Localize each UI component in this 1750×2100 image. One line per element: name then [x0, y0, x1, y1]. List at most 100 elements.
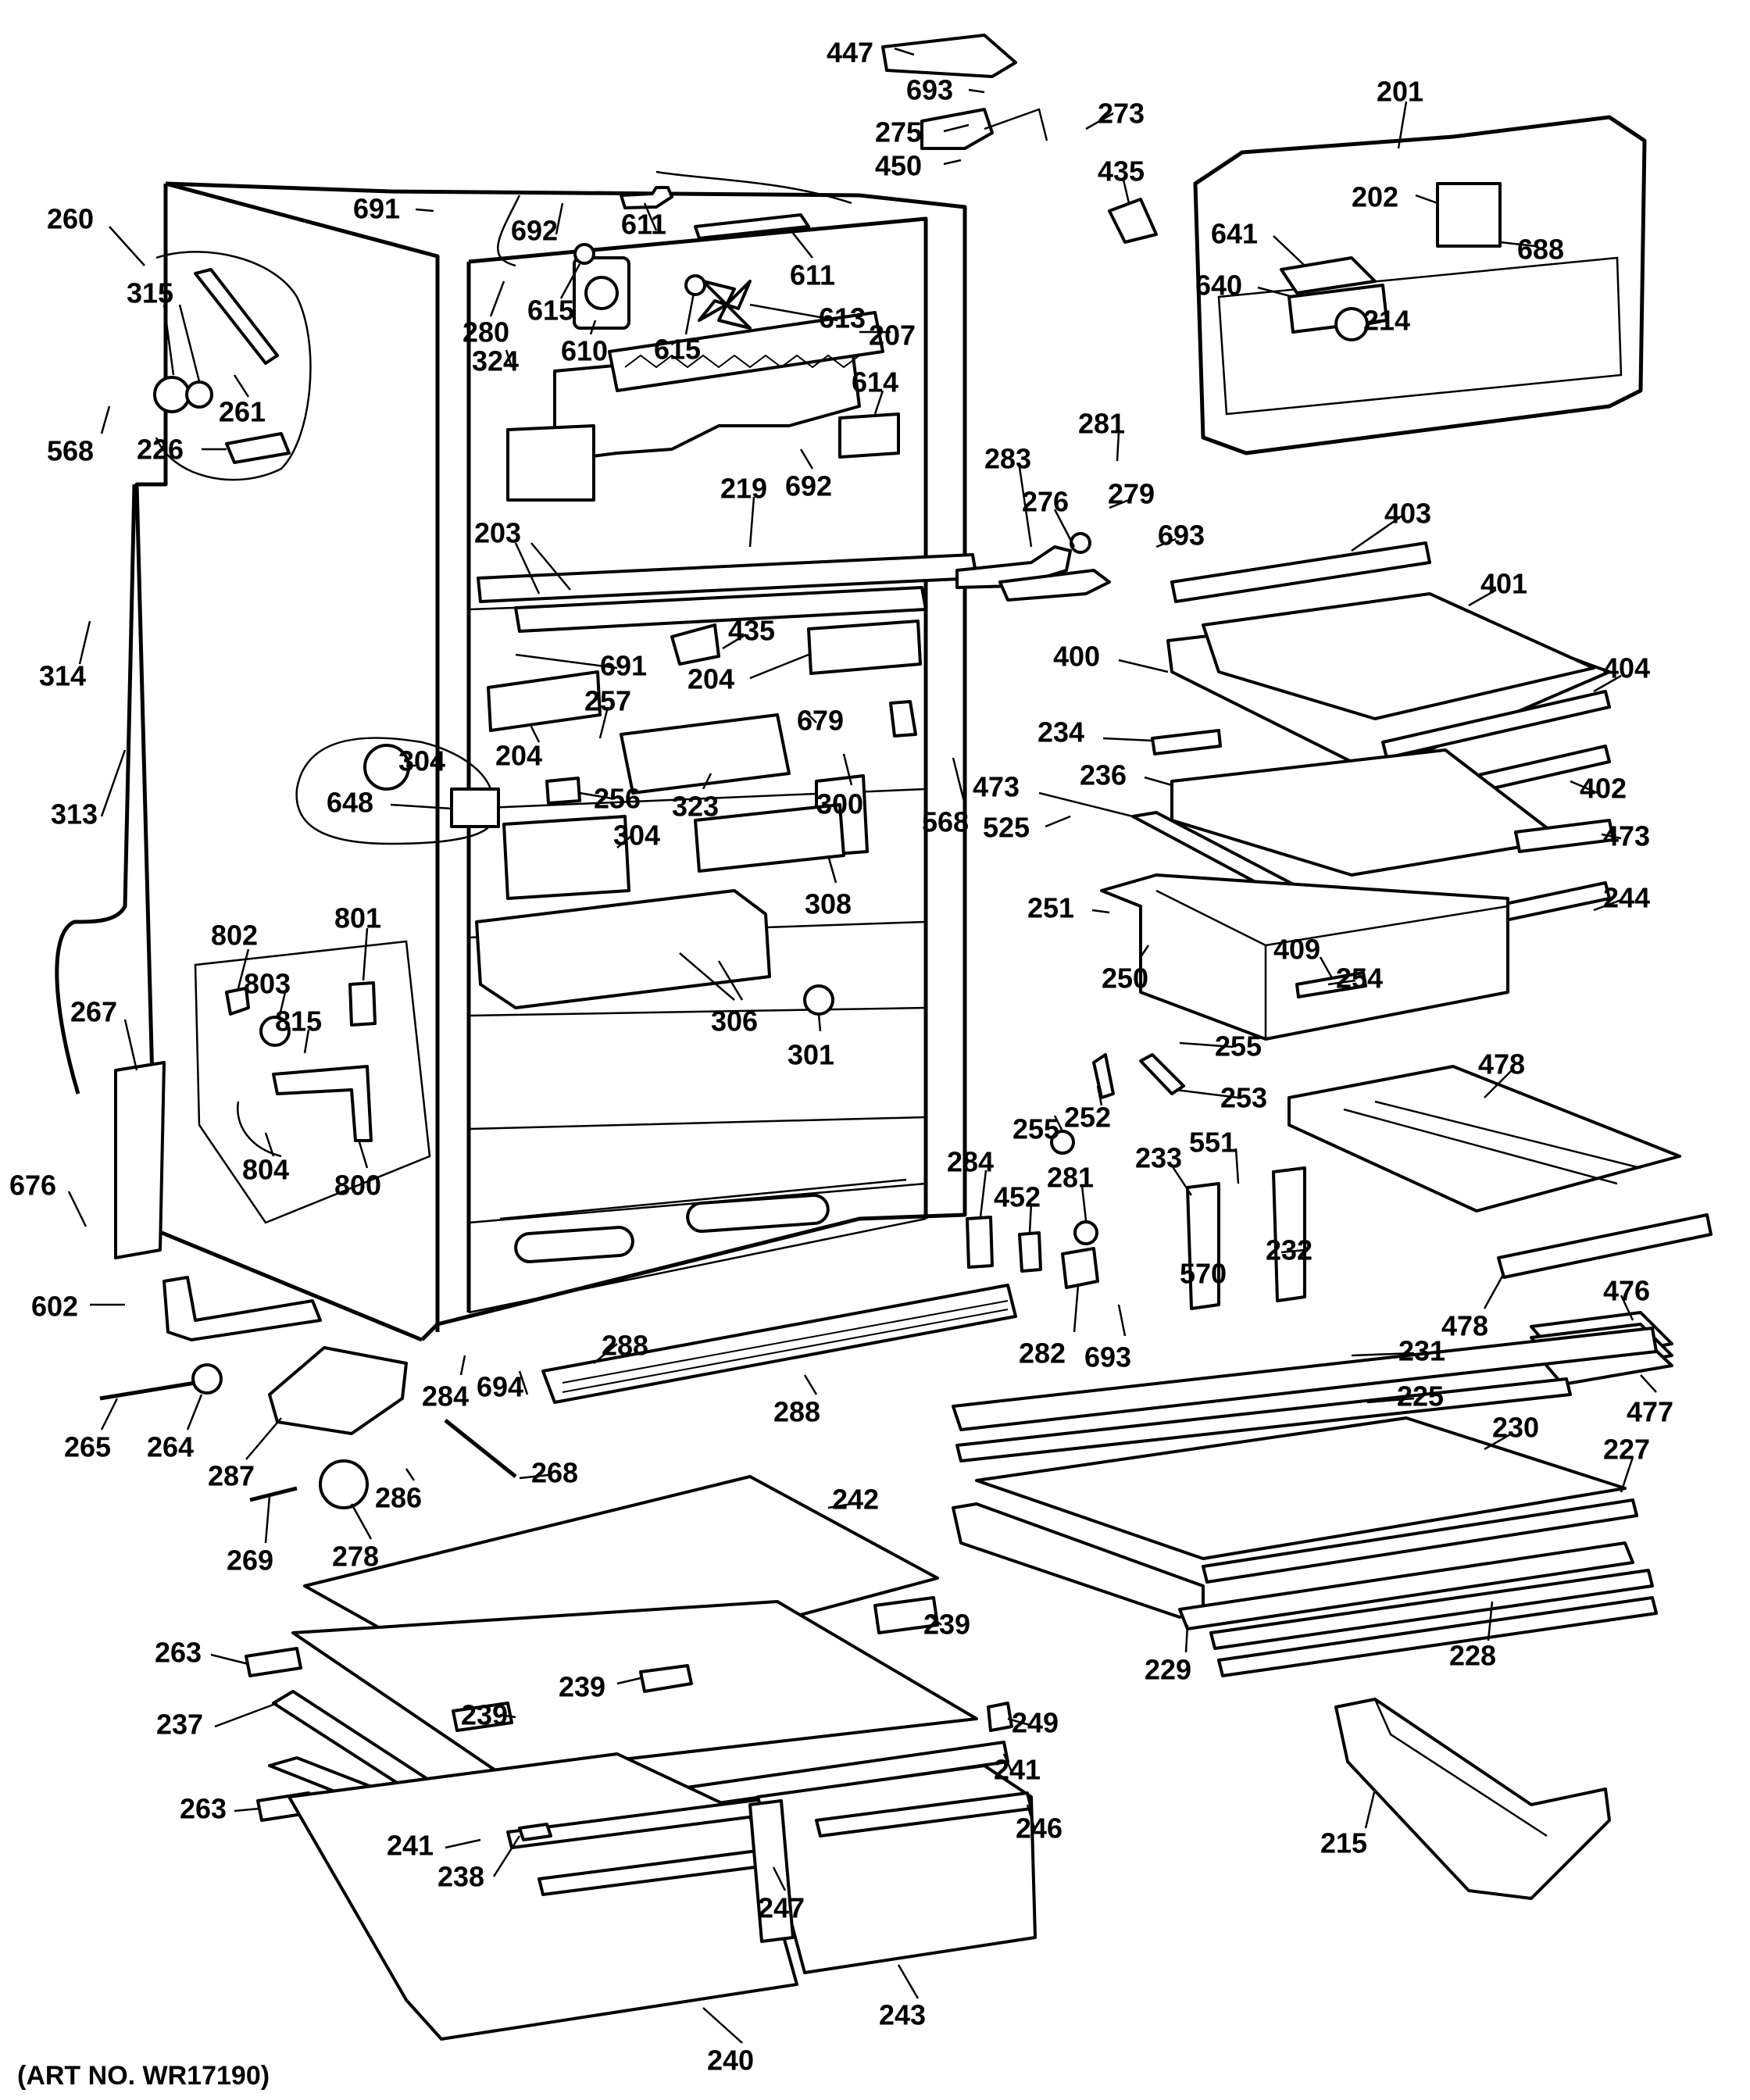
coil-803 — [259, 1016, 291, 1047]
part-label-401: 401 — [1480, 568, 1527, 600]
part-label-323: 323 — [672, 791, 719, 823]
rail-234 — [1151, 729, 1222, 755]
part-label-568b: 568 — [922, 806, 969, 838]
part-label-232: 232 — [1266, 1234, 1312, 1266]
part-label-691b: 691 — [600, 650, 647, 682]
part-label-203: 203 — [474, 517, 521, 549]
bulb-435 — [1108, 198, 1158, 244]
bracket-308 — [694, 803, 845, 873]
part-label-602: 602 — [31, 1291, 78, 1323]
part-label-308: 308 — [805, 888, 852, 920]
wiring-273 — [984, 108, 1048, 141]
evaporator-assembly — [506, 311, 900, 502]
water-valve-cutaway — [194, 940, 431, 1224]
thermostat-knob-304 — [363, 744, 410, 791]
part-label-226: 226 — [137, 434, 184, 466]
part-label-255a: 255 — [1215, 1030, 1262, 1062]
valve-802 — [225, 987, 250, 1016]
part-label-227: 227 — [1603, 1434, 1650, 1466]
part-label-477: 477 — [1627, 1396, 1673, 1428]
part-label-228: 228 — [1449, 1640, 1496, 1672]
hinge-cover-447 — [881, 34, 1017, 78]
toe-grille-288 — [541, 1284, 1017, 1404]
housing-306 — [475, 889, 771, 1009]
part-label-284a: 284 — [947, 1146, 994, 1178]
part-label-568a: 568 — [47, 435, 94, 467]
bracket-282 — [1061, 1247, 1099, 1289]
washer-281 — [1073, 1220, 1098, 1245]
part-label-613: 613 — [819, 302, 866, 334]
shelf-support-232 — [1272, 1166, 1306, 1302]
part-label-281a: 281 — [1078, 408, 1125, 440]
part-label-225: 225 — [1397, 1380, 1444, 1412]
part-label-219: 219 — [720, 473, 767, 505]
part-label-276: 276 — [1022, 486, 1069, 518]
part-label-257: 257 — [584, 685, 631, 717]
part-label-287: 287 — [208, 1460, 255, 1492]
bracket-284 — [966, 1216, 994, 1269]
part-label-288b: 288 — [773, 1396, 820, 1428]
grille-lines — [562, 1300, 1009, 1393]
part-label-241b: 241 — [387, 1830, 434, 1862]
switch-256 — [545, 777, 581, 805]
part-label-263b: 263 — [180, 1793, 227, 1825]
part-label-692a: 692 — [511, 215, 558, 247]
rail-403 — [1170, 541, 1431, 603]
water-tube-313 — [55, 484, 137, 1095]
part-label-324: 324 — [472, 345, 519, 377]
part-label-691a: 691 — [353, 193, 400, 225]
part-label-306: 306 — [711, 1005, 758, 1038]
part-label-679: 679 — [797, 705, 844, 737]
part-label-275: 275 — [875, 116, 922, 148]
pin-269 — [249, 1486, 298, 1502]
screw-268 — [444, 1419, 517, 1478]
door-bin-215 — [1334, 1698, 1611, 1900]
top-cutaway — [497, 170, 852, 267]
part-label-233: 233 — [1135, 1142, 1182, 1174]
bracket-611a — [620, 186, 673, 209]
part-label-304a: 304 — [398, 745, 445, 777]
part-label-255b: 255 — [1012, 1113, 1059, 1145]
part-label-239b: 239 — [559, 1671, 605, 1703]
part-label-268: 268 — [531, 1457, 578, 1489]
defrost-timer-648 — [450, 788, 500, 828]
roller-bracket-287 — [268, 1346, 408, 1435]
part-label-239c: 239 — [461, 1699, 508, 1731]
part-label-282: 282 — [1019, 1338, 1066, 1370]
washer-315 — [185, 380, 213, 409]
evaporator-fan-motor — [573, 243, 752, 330]
part-label-304b: 304 — [613, 820, 660, 852]
part-label-283: 283 — [984, 443, 1031, 475]
part-label-207: 207 — [869, 320, 916, 352]
bracket-253 — [1139, 1053, 1185, 1095]
part-label-241a: 241 — [994, 1754, 1041, 1786]
part-label-247: 247 — [758, 1892, 805, 1924]
part-label-229: 229 — [1145, 1654, 1191, 1686]
tube-261 — [194, 268, 279, 365]
part-label-278: 278 — [332, 1541, 379, 1573]
part-label-615b: 615 — [654, 334, 701, 366]
part-label-610: 610 — [561, 335, 608, 367]
part-label-801: 801 — [334, 902, 381, 934]
leg-bracket-277 — [162, 1276, 322, 1341]
part-label-234: 234 — [1038, 716, 1084, 748]
part-label-476: 476 — [1603, 1275, 1650, 1307]
rear-panel-267 — [114, 1061, 166, 1259]
part-label-800: 800 — [334, 1170, 381, 1202]
part-label-435a: 435 — [1098, 155, 1145, 188]
part-label-694: 694 — [477, 1371, 523, 1403]
part-label-551: 551 — [1189, 1127, 1236, 1159]
part-label-249: 249 — [1012, 1707, 1059, 1739]
part-label-265: 265 — [64, 1431, 111, 1463]
control-block-304 — [502, 815, 630, 900]
part-label-253: 253 — [1220, 1082, 1267, 1114]
divider-247 — [748, 1799, 795, 1943]
clip-315 — [153, 376, 191, 413]
part-label-611a: 611 — [621, 209, 666, 241]
bracket-252 — [1092, 1053, 1115, 1099]
part-label-230: 230 — [1492, 1412, 1539, 1444]
wire-804 — [237, 1101, 282, 1158]
art-number: (ART NO. WR17190) — [17, 2061, 270, 2091]
bracket-800 — [272, 1065, 373, 1142]
